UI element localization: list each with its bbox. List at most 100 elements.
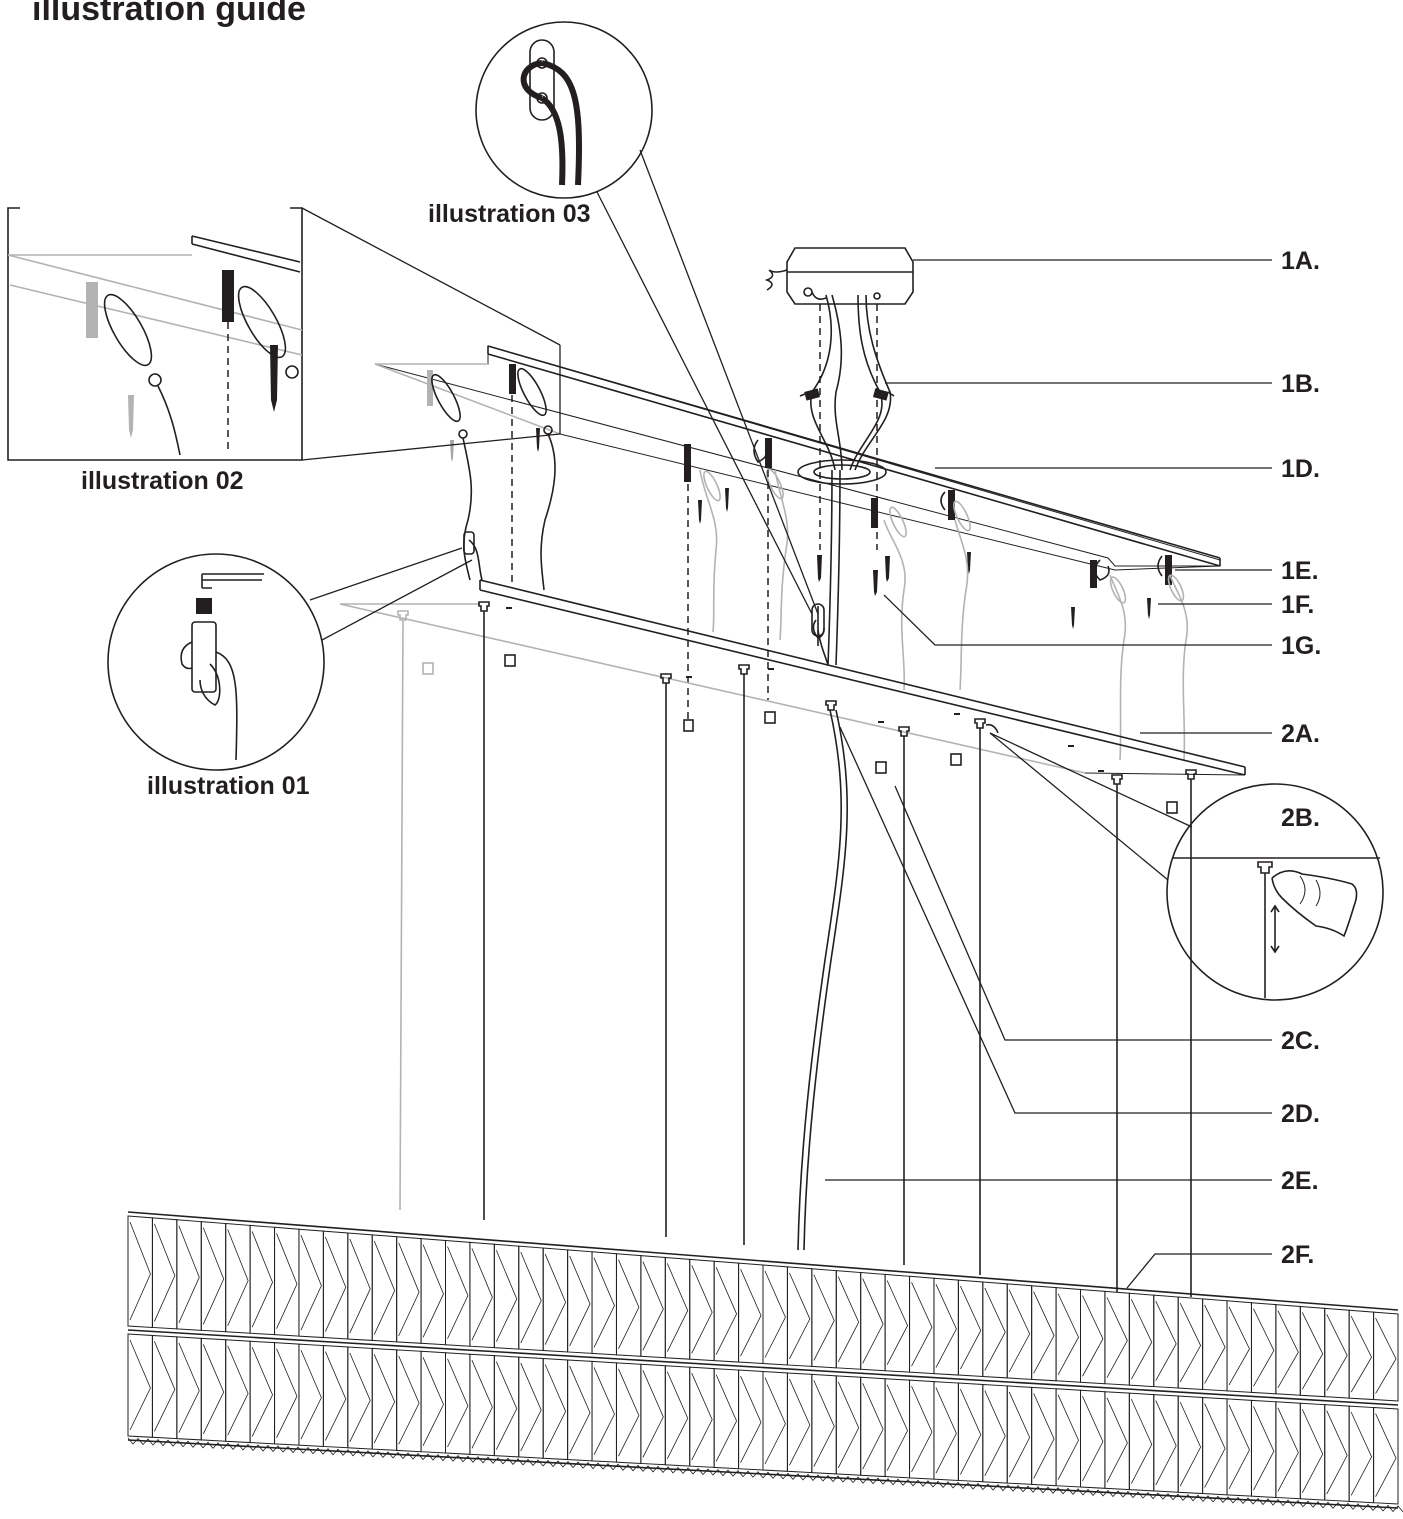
crystal-facet xyxy=(1301,1409,1324,1493)
crystal-prism-lower xyxy=(469,1353,495,1457)
crystal-prism-upper xyxy=(445,1239,471,1347)
crystal-prism-lower xyxy=(200,1337,227,1442)
crystal-prism-upper xyxy=(1055,1287,1081,1383)
crystal-prism-lower xyxy=(542,1357,569,1461)
crystal-facet xyxy=(789,1378,811,1466)
crystal-prism-upper xyxy=(200,1221,227,1333)
label-2c: 2C. xyxy=(1281,1027,1320,1055)
crystal-prism-upper xyxy=(860,1271,886,1372)
crystal-facet xyxy=(1057,1293,1079,1375)
crystal-facet xyxy=(1228,1306,1250,1386)
crystal-prism-lower xyxy=(1006,1385,1033,1485)
crystal-prism-upper xyxy=(591,1251,617,1356)
crystal-facet xyxy=(1375,1413,1397,1497)
crystal-prism-lower xyxy=(151,1334,178,1440)
crystal-prism-lower xyxy=(445,1352,471,1455)
crystal-facet xyxy=(1130,1398,1153,1484)
crystal-prism-upper xyxy=(1324,1307,1350,1399)
crystal-prism-upper xyxy=(762,1264,788,1366)
crystal-facet xyxy=(1253,1308,1275,1387)
crystal-facet xyxy=(1277,1407,1299,1492)
part-labels: 1A. 1B. 1D. 1E. 1F. 1G. 2A. 2B. 2C. 2D. … xyxy=(1281,247,1321,1269)
crystal-prism-lower xyxy=(1348,1405,1375,1504)
crystal-prism-upper xyxy=(469,1241,495,1349)
mounting-bar-top xyxy=(374,345,1221,761)
crystal-facet xyxy=(984,1390,1006,1476)
crystal-prism-lower xyxy=(1031,1386,1057,1487)
crystal-facet xyxy=(1106,1297,1128,1378)
crystal-facet xyxy=(1301,1312,1324,1390)
label-2b: 2B. xyxy=(1281,804,1320,832)
crystal-prism-lower xyxy=(884,1378,911,1479)
crystal-facet xyxy=(642,1370,664,1458)
crystal-prism-lower xyxy=(420,1350,446,1454)
label-leaders xyxy=(825,259,1272,1289)
crystal-prism-lower xyxy=(396,1349,422,1453)
crystal-facet xyxy=(447,1358,469,1448)
crystal-prism-upper xyxy=(1104,1290,1130,1386)
crystal-facet xyxy=(251,1231,273,1328)
crystal-facet xyxy=(276,1348,298,1439)
crystal-prism-upper xyxy=(493,1243,520,1350)
crystal-prism-lower xyxy=(689,1366,715,1468)
crystal-prism-upper xyxy=(322,1230,349,1340)
crystal-prism-upper xyxy=(982,1281,1008,1379)
crystal-facet xyxy=(520,1362,542,1452)
crystal-prism-upper xyxy=(640,1255,666,1359)
crystal-facet xyxy=(837,1381,860,1469)
crystal-prism-lower xyxy=(1080,1389,1106,1489)
crystal-facet xyxy=(178,1225,200,1324)
crystal-facet xyxy=(398,1355,420,1445)
crystal-facet xyxy=(1179,1302,1202,1383)
crystal-facet xyxy=(251,1347,273,1437)
crystal-prism-lower xyxy=(909,1379,935,1480)
crystal-facet xyxy=(642,1261,664,1351)
crystal-prism-upper xyxy=(298,1228,324,1339)
crystal-prism-upper xyxy=(738,1262,764,1365)
label-2d: 2D. xyxy=(1281,1100,1320,1128)
crystal-prism-lower xyxy=(1055,1388,1081,1488)
crystal-prism-lower xyxy=(1128,1392,1155,1492)
crystal-facet xyxy=(886,1384,908,1471)
crystal-facet xyxy=(593,1257,615,1348)
crystal-facet xyxy=(373,1240,396,1335)
caption-illustration-02: illustration 02 xyxy=(81,467,244,495)
crystal-prism-upper xyxy=(1006,1283,1033,1380)
crystal-facet xyxy=(691,1265,713,1354)
detail-panel-02 xyxy=(7,207,561,461)
crystal-prism-upper xyxy=(811,1268,837,1369)
left-carabiners xyxy=(427,367,556,591)
crystal-prism-upper xyxy=(1128,1292,1155,1388)
crystal-prism-lower xyxy=(1299,1402,1326,1501)
crystal-facet xyxy=(1326,1410,1348,1495)
crystal-facet xyxy=(129,1221,151,1321)
crystal-facet xyxy=(471,1360,493,1449)
crystal-prism-lower xyxy=(738,1369,764,1471)
crystal-facet xyxy=(202,1344,225,1435)
crystal-prism-lower xyxy=(1275,1401,1301,1500)
crystal-facet xyxy=(837,1276,860,1363)
crystal-prism-upper xyxy=(1226,1300,1252,1393)
crystal-facet xyxy=(1350,1316,1373,1393)
crystal-facet xyxy=(1082,1396,1104,1482)
crystal-facet xyxy=(154,1341,176,1432)
crystal-fringe xyxy=(127,1437,1403,1513)
crystal-facet xyxy=(1326,1314,1348,1391)
crystal-prism-lower xyxy=(249,1340,276,1445)
crystal-facet xyxy=(1008,1391,1031,1478)
crystal-facet xyxy=(618,1259,640,1350)
crystal-facet xyxy=(618,1368,640,1457)
crystal-prism-lower xyxy=(1177,1395,1204,1495)
crystal-facet xyxy=(422,1244,444,1338)
label-1f: 1F. xyxy=(1281,591,1314,619)
crystal-facet xyxy=(227,1229,249,1326)
caption-illustration-03: illustration 03 xyxy=(428,200,591,228)
crystal-prism-lower xyxy=(225,1339,251,1444)
crystal-facet xyxy=(471,1248,493,1341)
crystal-facet xyxy=(1033,1393,1055,1479)
crystal-facet xyxy=(398,1242,420,1337)
crystal-facet xyxy=(495,1361,518,1450)
crystal-facet xyxy=(911,1385,933,1473)
label-1b: 1B. xyxy=(1281,370,1320,398)
crystal-prism-upper xyxy=(615,1253,642,1357)
